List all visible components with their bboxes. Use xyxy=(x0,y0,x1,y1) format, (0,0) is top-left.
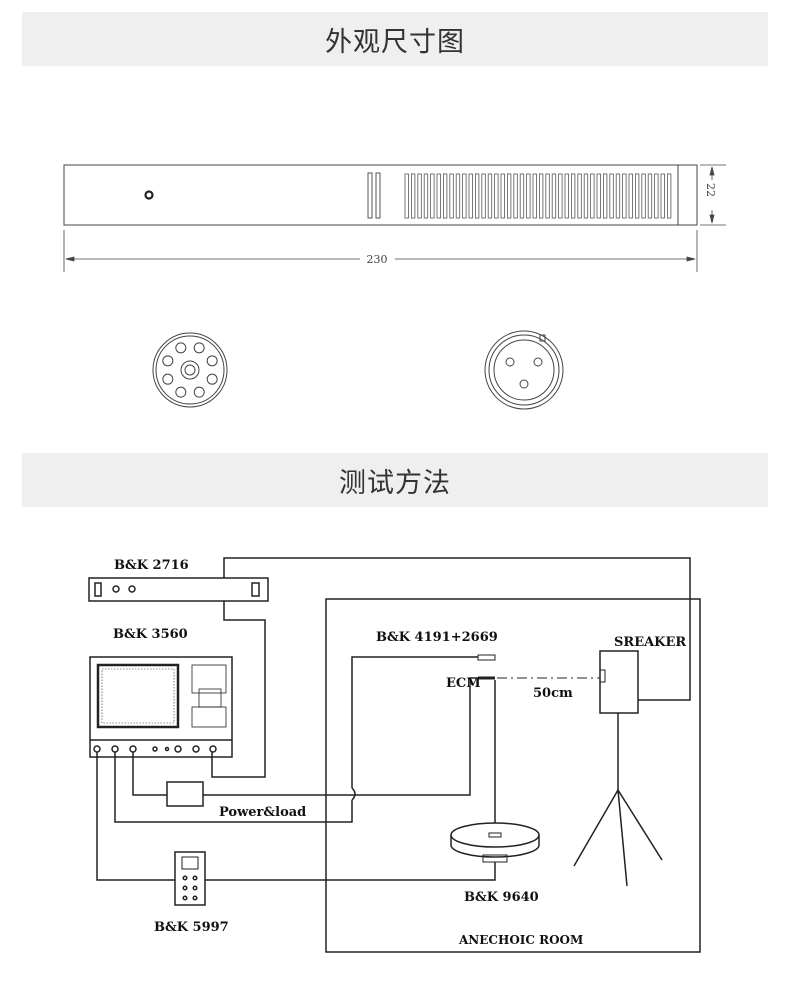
test-setup-diagram xyxy=(88,557,701,953)
grille-slot xyxy=(500,173,505,219)
grille-slot xyxy=(474,173,480,219)
grille-slot xyxy=(641,173,646,219)
grille-slot xyxy=(571,173,576,219)
grille-slot xyxy=(449,173,454,219)
grille-slot xyxy=(590,173,595,219)
port-hole xyxy=(162,355,174,367)
microphone-label: B&K 4191+2669 xyxy=(376,630,498,645)
grille-slot xyxy=(513,173,518,219)
port-hole xyxy=(206,373,218,385)
grille-slot xyxy=(603,173,608,219)
xlr-connector-view xyxy=(484,330,564,410)
grille-slot xyxy=(609,173,614,219)
port-hole xyxy=(175,342,187,354)
grille-slot xyxy=(628,173,633,219)
grille-slot xyxy=(417,173,422,219)
section-header-dimensions: 外观尺寸图 xyxy=(22,12,768,66)
anechoic-room-label: ANECHOIC ROOM xyxy=(458,933,583,947)
grille-slot xyxy=(615,173,621,219)
led-hole-icon xyxy=(144,190,154,200)
grille-slot xyxy=(526,173,531,219)
grille-slot xyxy=(564,173,569,219)
grille-slots xyxy=(404,173,672,219)
front-end-view xyxy=(152,332,228,408)
bk9640-turntable xyxy=(450,822,540,863)
port-hole xyxy=(193,386,205,398)
grille-slot xyxy=(404,173,409,219)
bk2716-device xyxy=(88,577,269,602)
bk5997-supply xyxy=(174,851,206,906)
grille-slot xyxy=(654,173,659,219)
port-hole xyxy=(193,342,205,354)
grille-slot xyxy=(647,173,653,219)
grille-slot xyxy=(622,173,627,219)
grille-slot xyxy=(410,173,416,219)
grille-slot xyxy=(583,173,589,219)
grille-slot xyxy=(539,173,544,219)
grille-slot xyxy=(635,173,640,219)
bk5997-label: B&K 5997 xyxy=(154,920,229,935)
grille-slot xyxy=(455,173,461,219)
grille-slot xyxy=(519,173,525,219)
dimension-lines xyxy=(63,164,726,272)
ecm-label: ECM xyxy=(446,676,481,691)
grille-slot xyxy=(596,173,601,219)
speaker xyxy=(599,650,639,714)
distance-label: 50cm xyxy=(533,686,573,701)
grille-slot xyxy=(481,173,486,219)
port-hole xyxy=(162,373,174,385)
length-dimension: 230 xyxy=(367,253,388,266)
port-hole xyxy=(206,355,218,367)
anechoic-room-box xyxy=(325,598,701,953)
grille-slot xyxy=(487,173,493,219)
grille-slot xyxy=(545,173,550,219)
grille-slot xyxy=(506,173,512,219)
grille-slot xyxy=(462,173,467,219)
grille-slot xyxy=(436,173,441,219)
bk2716-label: B&K 2716 xyxy=(114,558,189,573)
bk3560-analyzer xyxy=(89,656,233,758)
grille-slot xyxy=(423,173,429,219)
power-load-box xyxy=(166,781,204,807)
grille-slot xyxy=(667,173,672,219)
bk9640-label: B&K 9640 xyxy=(464,890,539,905)
grille-slot xyxy=(660,173,665,219)
grille-slot xyxy=(577,173,582,219)
grille-slot xyxy=(442,173,448,219)
power-load-label: Power&load xyxy=(219,805,306,820)
measurement-microphone xyxy=(477,654,496,661)
section-header-test-method: 测试方法 xyxy=(22,453,768,507)
bk3560-label: B&K 3560 xyxy=(113,627,188,642)
grille-slot xyxy=(430,173,435,219)
grille-slot xyxy=(468,173,473,219)
grille-slot xyxy=(558,173,563,219)
speaker-label: SREAKER xyxy=(614,635,686,650)
grille-slot xyxy=(532,173,537,219)
product-side-view xyxy=(63,164,698,226)
grille-slot xyxy=(551,173,557,219)
height-dimension: 22 xyxy=(704,183,717,197)
grille-slot xyxy=(494,173,499,219)
port-hole xyxy=(175,386,187,398)
